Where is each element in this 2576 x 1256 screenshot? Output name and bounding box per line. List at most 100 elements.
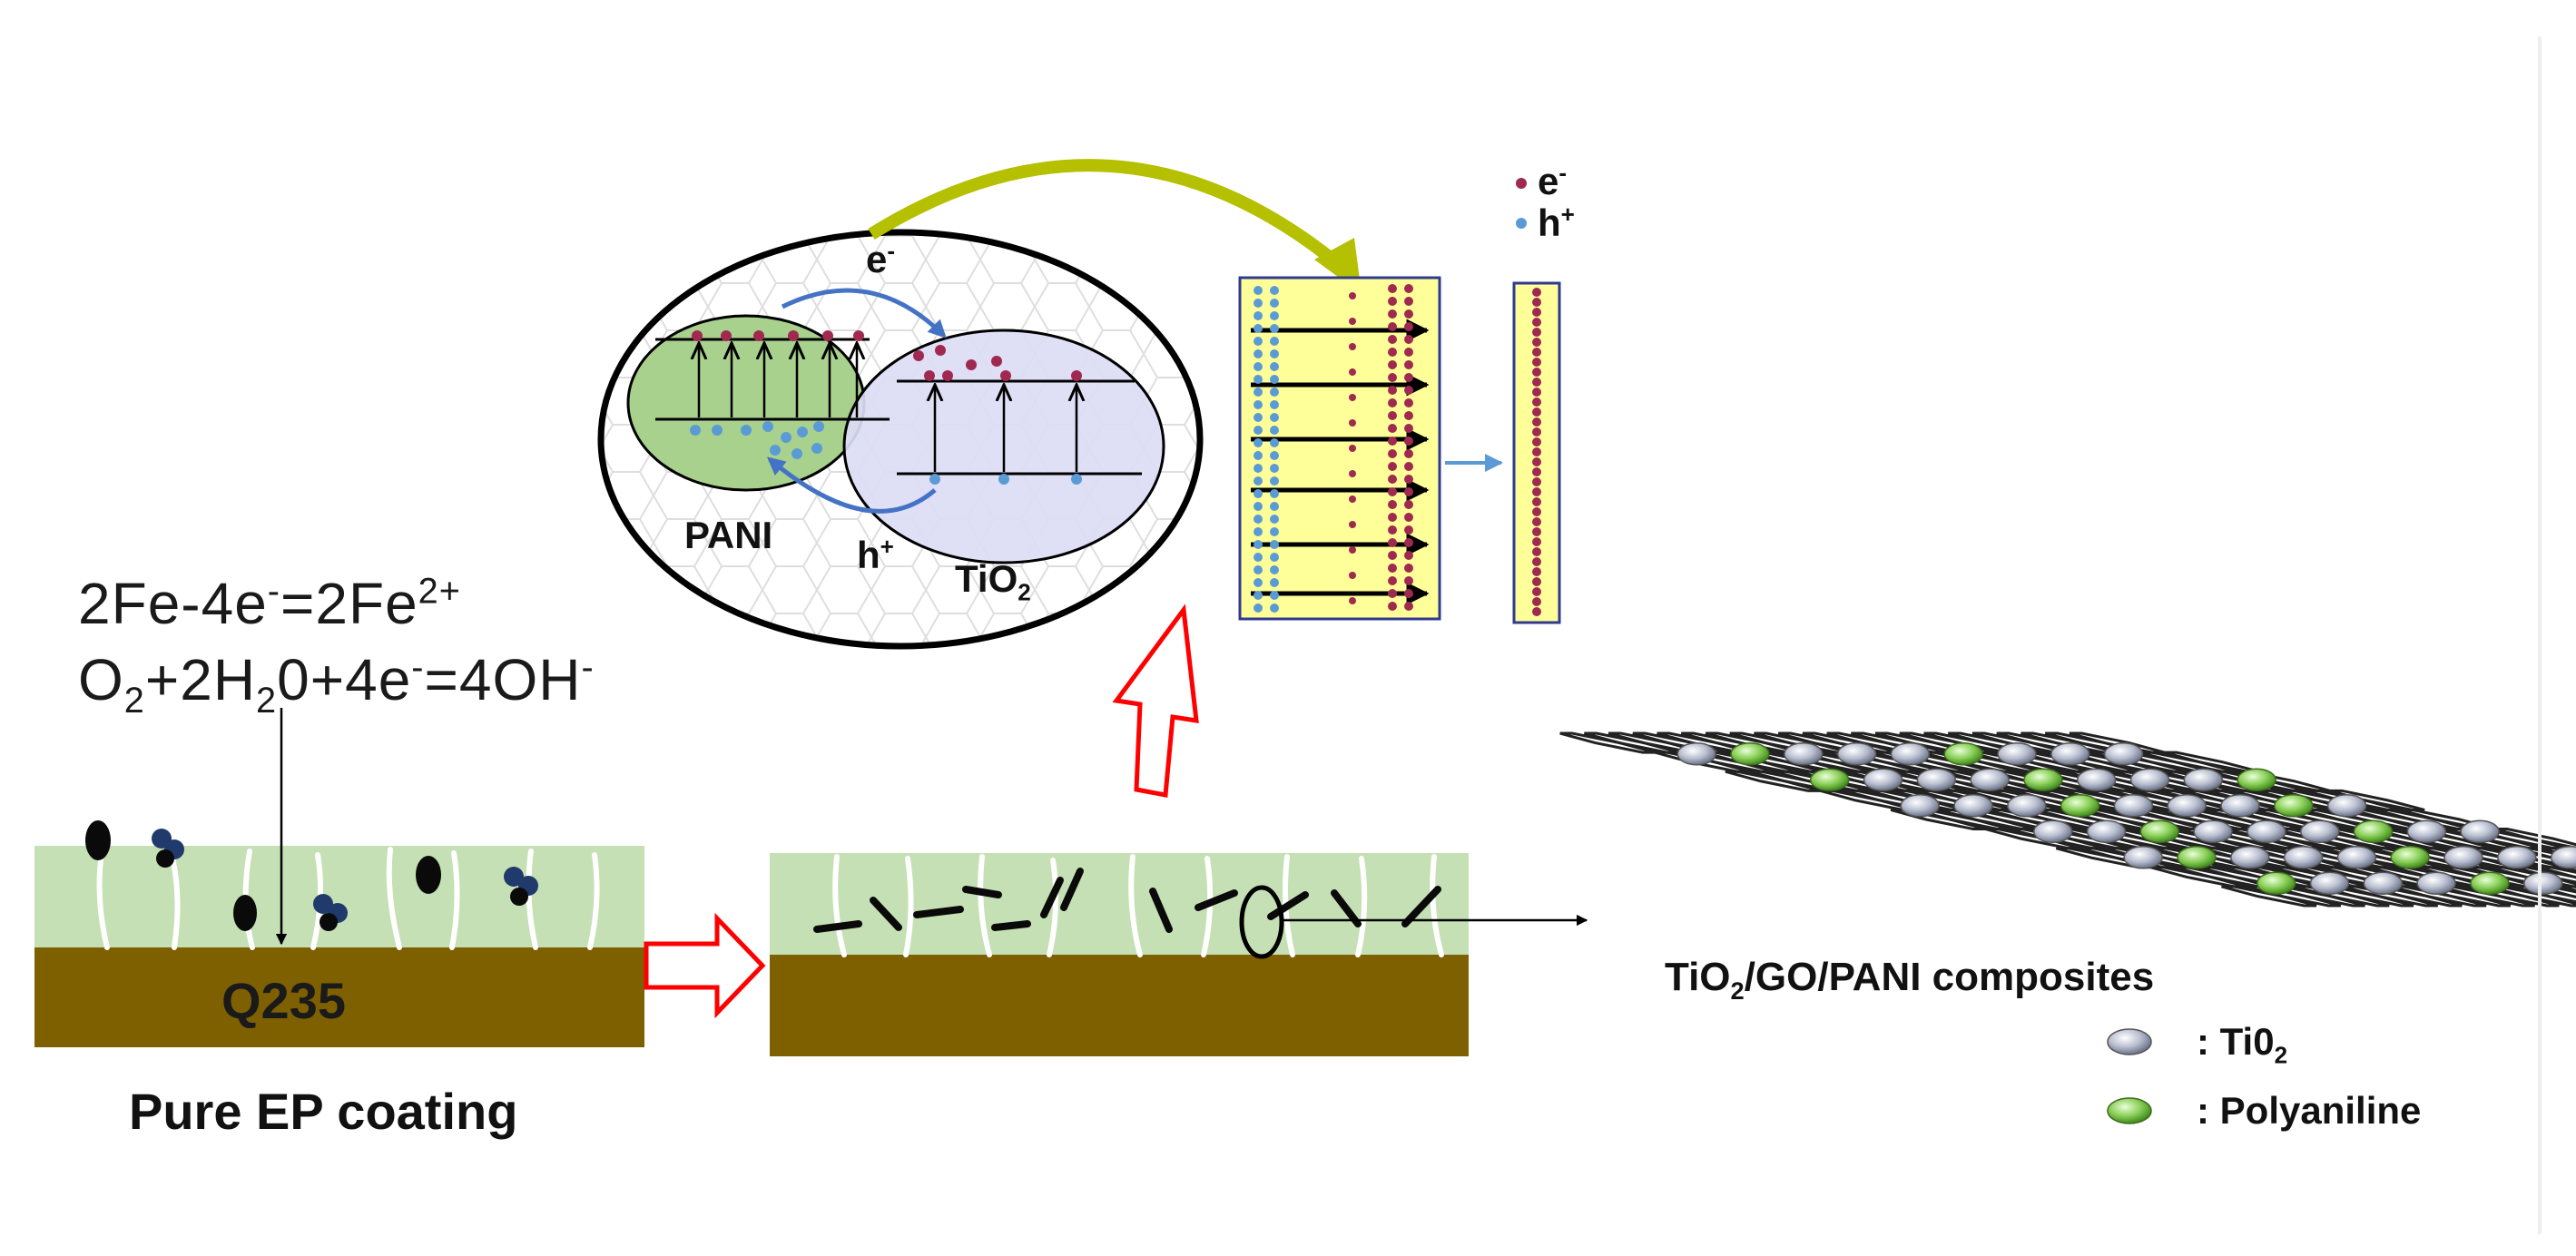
red-hollow-arrow-right bbox=[644, 912, 766, 1019]
electron-dot bbox=[1404, 335, 1413, 344]
electron-dot bbox=[1404, 525, 1413, 535]
right-edge-rule bbox=[2538, 36, 2542, 1234]
cathodic-equation: O2+2H20+4e-=4OH- bbox=[78, 647, 595, 721]
tio2-particle bbox=[2086, 819, 2127, 844]
electron-dot bbox=[1404, 309, 1413, 319]
hole-dot bbox=[1254, 375, 1263, 384]
tio2-holes bbox=[929, 474, 1082, 485]
tio2-excitation-arrows bbox=[935, 385, 1077, 472]
hole-dot bbox=[1270, 553, 1279, 562]
polyaniline-particle bbox=[2353, 819, 2394, 844]
hole-dot bbox=[1254, 591, 1263, 600]
tio2-particle bbox=[2336, 846, 2377, 869]
tio2-label: TiO2 bbox=[955, 557, 1031, 606]
hole-dot bbox=[1270, 502, 1279, 511]
tio2-particle bbox=[2113, 794, 2154, 818]
panel-flow-arrows bbox=[1251, 319, 1430, 605]
electron-dot bbox=[1404, 437, 1413, 446]
electron-dot bbox=[1532, 388, 1541, 397]
hole-dot bbox=[1270, 464, 1279, 473]
electron-dot bbox=[1388, 538, 1397, 547]
pani-legend-particle bbox=[2107, 1097, 2152, 1124]
electron-dot bbox=[1349, 597, 1356, 604]
graphene-hexagon bbox=[2490, 866, 2576, 888]
pani-legend-label: : Polyaniline bbox=[2197, 1089, 2422, 1132]
electron-dot bbox=[1388, 449, 1397, 458]
pani-label: PANI bbox=[684, 514, 773, 556]
electron-dot bbox=[1404, 602, 1413, 611]
hole-dot bbox=[1254, 565, 1263, 574]
electron-dot bbox=[1404, 360, 1413, 369]
electron-dot bbox=[1388, 564, 1397, 573]
tio2-particle bbox=[1997, 742, 2037, 766]
tio2-particle bbox=[2460, 819, 2500, 844]
electron-dot bbox=[1388, 360, 1397, 369]
hole-dot bbox=[1270, 286, 1279, 295]
electron-dot bbox=[1532, 318, 1541, 327]
electron-accumulation-strip bbox=[1512, 281, 1561, 624]
composite-coating-layer bbox=[770, 853, 1469, 955]
electron-dot bbox=[1404, 462, 1413, 471]
panel-holes bbox=[1254, 286, 1279, 613]
hole-label: h+ bbox=[857, 533, 894, 576]
electron-dot bbox=[1404, 538, 1413, 547]
tio2-particle bbox=[2032, 819, 2073, 844]
tio2-particle bbox=[2129, 768, 2170, 792]
tio2-particle bbox=[1676, 742, 1716, 766]
tio2-particle bbox=[2443, 846, 2483, 869]
polyaniline-particle bbox=[2390, 846, 2430, 869]
pani-excitation-arrows bbox=[699, 343, 857, 417]
polyaniline-particle bbox=[1730, 742, 1770, 766]
hole-dot bbox=[1254, 515, 1263, 524]
hole-dot bbox=[1270, 578, 1279, 587]
hole-dot bbox=[1270, 515, 1279, 524]
electron-dot bbox=[1388, 284, 1397, 293]
tio2-particle bbox=[1970, 768, 2010, 792]
graphene-composite-sheet bbox=[1559, 731, 2576, 908]
graphene-hexagon bbox=[2391, 885, 2487, 908]
polyaniline-particle bbox=[1809, 768, 1850, 792]
electron-dot bbox=[1349, 470, 1356, 477]
hole-dot bbox=[1270, 375, 1279, 384]
hole-dot bbox=[1270, 603, 1279, 613]
hole-dot bbox=[1270, 476, 1279, 486]
tio2-electrons bbox=[913, 345, 1082, 381]
electron-dot bbox=[1388, 589, 1397, 598]
electron-transfer-curve bbox=[781, 288, 947, 339]
hole-dot bbox=[1254, 451, 1263, 460]
electron-dot bbox=[1532, 298, 1541, 307]
hole-dot bbox=[1270, 591, 1279, 600]
electron-dot bbox=[1349, 445, 1356, 452]
electron-dot bbox=[1532, 447, 1541, 456]
tio2-particle bbox=[1916, 768, 1957, 792]
tio2-particle bbox=[1863, 768, 1903, 792]
hole-dot bbox=[1254, 324, 1263, 333]
hole-dot bbox=[1270, 349, 1279, 358]
hole-dot bbox=[1254, 337, 1263, 346]
oxygen-molecule bbox=[152, 829, 184, 868]
water-molecules bbox=[85, 820, 538, 931]
hole-dot bbox=[1254, 489, 1263, 498]
electron-dot bbox=[1532, 417, 1541, 427]
electron-dot bbox=[1532, 328, 1541, 337]
hole-dot bbox=[1254, 527, 1263, 536]
oxygen-molecule bbox=[504, 867, 538, 906]
tio2-particle bbox=[2550, 846, 2576, 869]
q235-substrate bbox=[34, 947, 644, 1047]
electron-dot bbox=[1349, 521, 1356, 528]
hole-dot bbox=[1270, 489, 1279, 498]
electron-dot bbox=[1349, 292, 1356, 299]
hole-dot bbox=[1270, 362, 1279, 371]
electron-dot bbox=[1404, 284, 1413, 293]
tio2-particle bbox=[2497, 846, 2537, 869]
electron-dot bbox=[1388, 424, 1397, 433]
oxygen-molecule bbox=[313, 894, 348, 931]
electron-dot bbox=[1532, 477, 1541, 486]
electron-label: e- bbox=[866, 237, 896, 280]
ep-coating-layer bbox=[34, 846, 644, 947]
tio2-particle bbox=[2406, 819, 2447, 844]
electron-dot bbox=[1532, 587, 1541, 596]
electron-dot bbox=[1404, 500, 1413, 509]
polyaniline-particle bbox=[2470, 871, 2510, 896]
